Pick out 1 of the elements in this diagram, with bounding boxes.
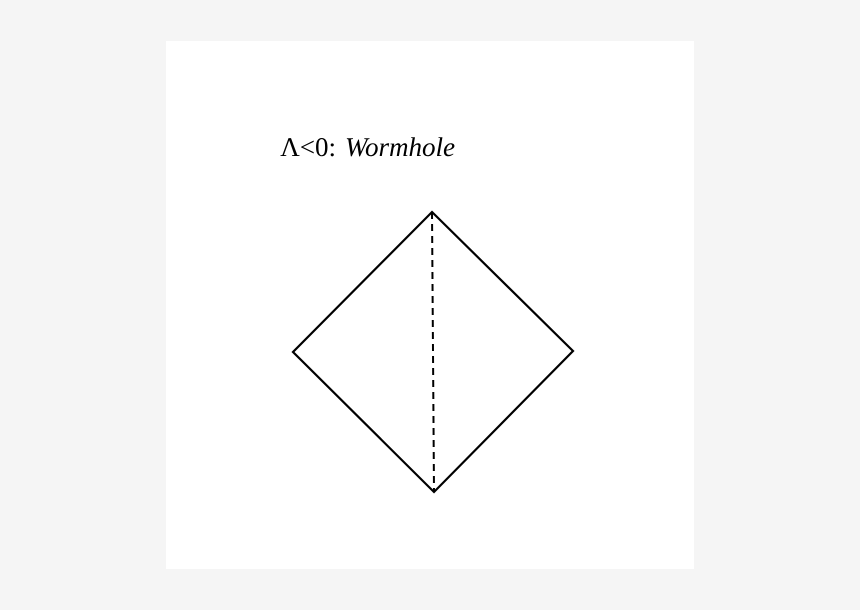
title: Λ<0: Wormhole <box>280 137 454 156</box>
